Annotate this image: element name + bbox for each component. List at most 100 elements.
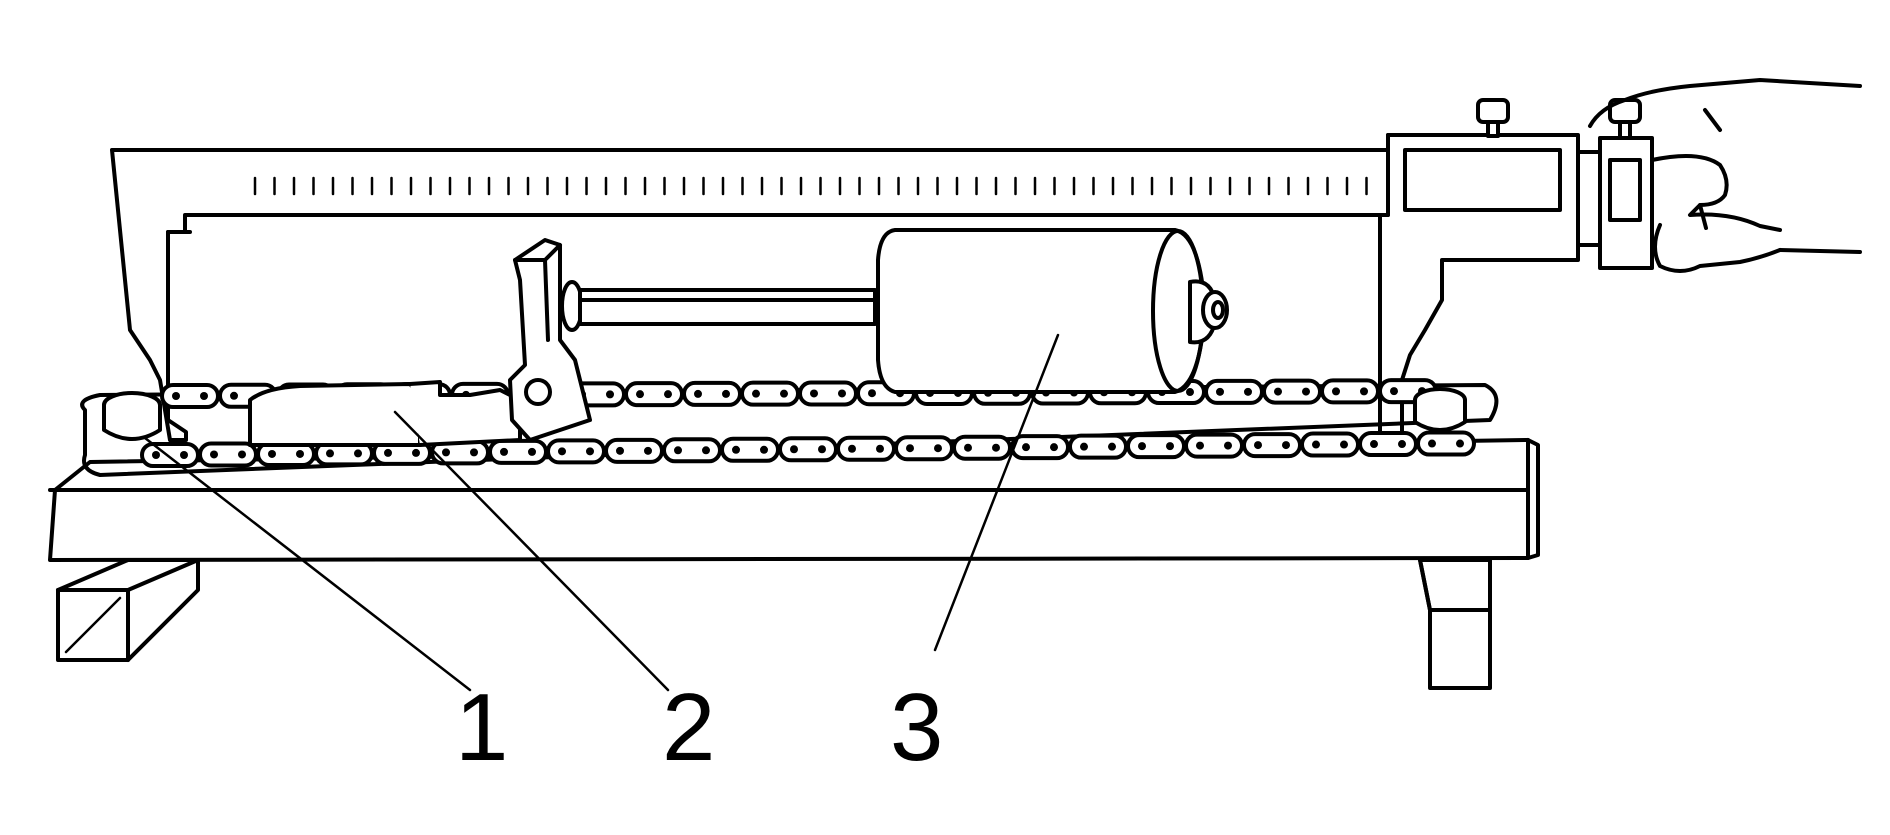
chain-link bbox=[662, 437, 722, 464]
chain-guide-block bbox=[248, 380, 522, 447]
chain-pin bbox=[1274, 387, 1282, 396]
chain-link bbox=[778, 436, 838, 463]
chain-pin bbox=[1022, 443, 1030, 452]
chain-pin bbox=[200, 392, 208, 400]
chain-pin bbox=[586, 447, 594, 456]
leader-line-1 bbox=[143, 436, 472, 692]
chain-pin bbox=[1312, 440, 1320, 449]
chain-pin bbox=[780, 389, 788, 398]
chain-pin bbox=[868, 389, 876, 398]
fine-adjust-block bbox=[1576, 136, 1654, 270]
chain-link bbox=[1300, 431, 1360, 458]
weight-rod bbox=[560, 280, 877, 332]
chain-pin bbox=[790, 445, 798, 454]
callout-label-1: 1 bbox=[455, 674, 508, 781]
chain-link bbox=[1126, 433, 1186, 460]
chain-pin bbox=[644, 446, 652, 455]
chain-link bbox=[1068, 433, 1128, 460]
chain-pin bbox=[1360, 387, 1368, 396]
chain-pin bbox=[1302, 387, 1310, 396]
chain-pin bbox=[326, 449, 334, 458]
chain-pin bbox=[702, 446, 710, 455]
chain-pin bbox=[992, 443, 1000, 452]
chain-link bbox=[894, 435, 954, 462]
chain-pin bbox=[1282, 441, 1290, 450]
chain-link bbox=[546, 438, 606, 465]
weight-holder-stand bbox=[508, 238, 592, 442]
chain-pin bbox=[230, 391, 238, 400]
chain-link bbox=[836, 435, 896, 462]
chain-pin bbox=[1428, 439, 1436, 448]
chain-pin bbox=[810, 389, 818, 398]
chain-pin bbox=[1398, 440, 1406, 449]
chain-link bbox=[198, 441, 258, 468]
chain-pin bbox=[636, 390, 644, 399]
chain-pin bbox=[238, 450, 246, 459]
chain-link bbox=[624, 381, 684, 408]
chain-pin bbox=[442, 448, 450, 457]
chain-pin bbox=[906, 444, 914, 453]
chain-link bbox=[140, 442, 200, 468]
chain-pin bbox=[606, 390, 614, 399]
chain-pin bbox=[934, 444, 942, 453]
chain-link bbox=[1242, 432, 1302, 459]
chain-link bbox=[1184, 432, 1244, 459]
chain-pin bbox=[1138, 442, 1146, 451]
chain-pin bbox=[694, 389, 702, 398]
chain-link bbox=[1416, 430, 1476, 457]
chain-pin bbox=[760, 445, 768, 454]
chain-link bbox=[682, 380, 742, 407]
chain-pin bbox=[732, 445, 740, 454]
chain-link bbox=[740, 380, 800, 407]
chain-link bbox=[488, 438, 548, 465]
chain-pin bbox=[296, 449, 304, 458]
chain-link bbox=[1320, 378, 1380, 405]
chain-pin bbox=[616, 446, 624, 455]
chain-pin bbox=[848, 444, 856, 453]
chain-pin bbox=[528, 447, 536, 456]
chain-link bbox=[798, 380, 858, 407]
chain-pin bbox=[838, 389, 846, 398]
chain-pin bbox=[1050, 443, 1058, 452]
chain-pin bbox=[1166, 442, 1174, 451]
chain-link bbox=[720, 436, 780, 463]
chain-pin bbox=[412, 448, 420, 457]
chain-pin bbox=[172, 392, 180, 400]
bench-leg-left bbox=[56, 558, 200, 662]
hand bbox=[1588, 78, 1862, 273]
chain-link bbox=[1358, 431, 1418, 458]
caliper-sliding-jaw bbox=[1378, 133, 1580, 442]
chain-link bbox=[160, 383, 220, 409]
chain-pin bbox=[1216, 387, 1224, 396]
leader-line-2 bbox=[393, 410, 670, 692]
chain-pin bbox=[1340, 440, 1348, 449]
chain-link bbox=[1010, 434, 1070, 461]
chain-link bbox=[1204, 378, 1264, 405]
chain-link bbox=[604, 437, 664, 464]
chain-pin bbox=[180, 451, 188, 459]
chain-pin bbox=[1244, 387, 1252, 396]
chain-pin bbox=[1332, 387, 1340, 396]
chain-pin bbox=[1456, 439, 1464, 448]
chain-pin bbox=[752, 389, 760, 398]
bench-leg-right bbox=[1418, 558, 1492, 690]
chain-pin bbox=[210, 450, 218, 459]
callout-label-3: 3 bbox=[890, 674, 943, 781]
chain-pin bbox=[470, 448, 478, 457]
chain-pin bbox=[1186, 388, 1194, 397]
chain-pin bbox=[664, 390, 672, 399]
chain-link bbox=[952, 434, 1012, 461]
chain-pin-right bbox=[1413, 387, 1467, 432]
chain-pin bbox=[964, 443, 972, 452]
chain-pin bbox=[722, 389, 730, 398]
chain-pin bbox=[1196, 441, 1204, 450]
chain-pin bbox=[1224, 441, 1232, 450]
chain-pin-left bbox=[102, 391, 162, 441]
leader-line-3 bbox=[933, 333, 1060, 652]
chain-pin bbox=[152, 451, 160, 459]
chain-pin bbox=[268, 449, 276, 458]
callout-label-2: 2 bbox=[662, 674, 715, 781]
chain-pin bbox=[1108, 442, 1116, 451]
chain-pin bbox=[1254, 441, 1262, 450]
